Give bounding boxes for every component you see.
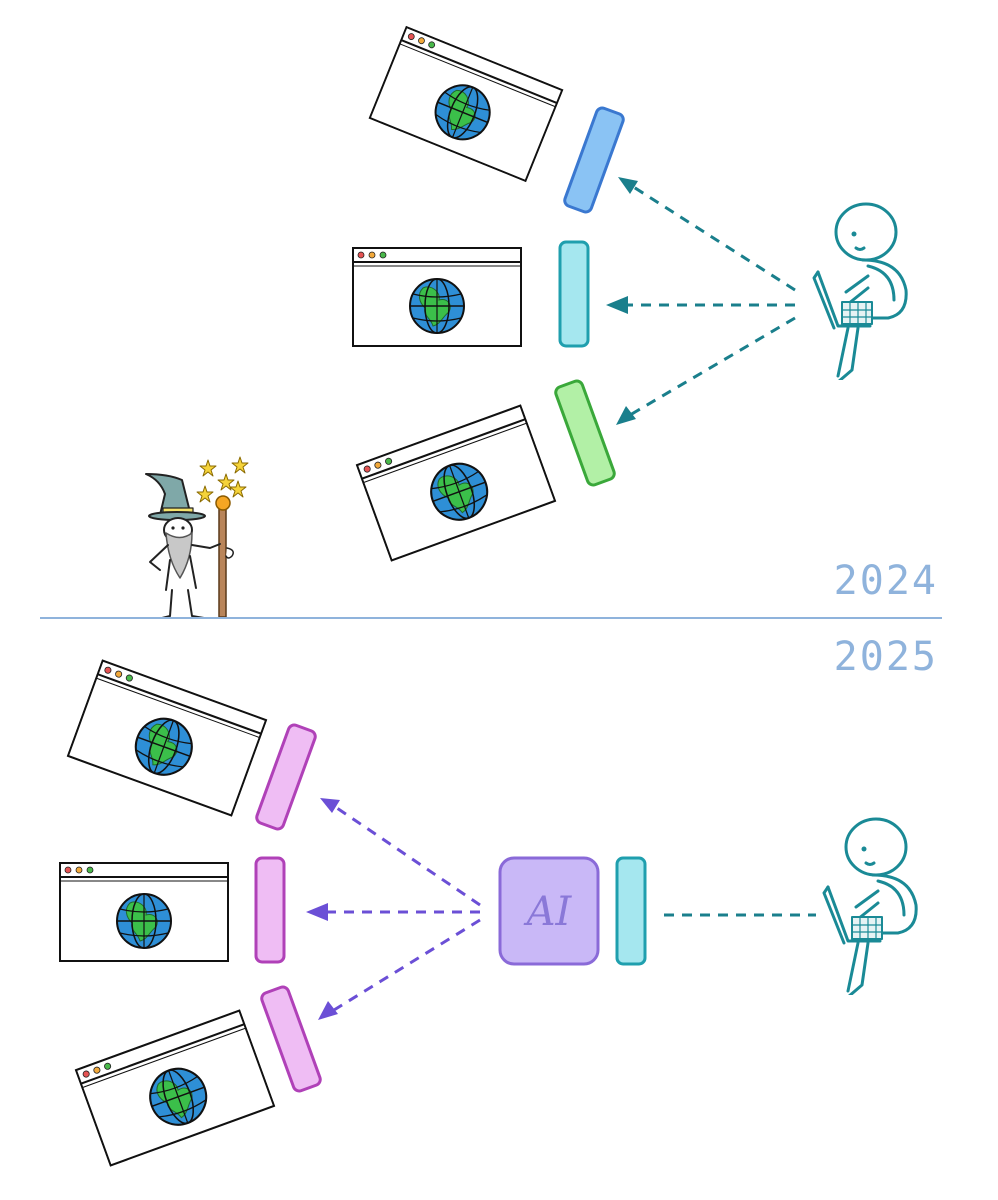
browser-window-top-3 [355, 404, 557, 562]
connector-blue [563, 106, 625, 214]
connector-pink-3 [260, 985, 322, 1093]
browser-window-top-1 [368, 26, 564, 182]
arrows-ai-to-connectors [322, 804, 481, 1012]
connector-cyan-top [558, 240, 590, 348]
browser-window-bottom-2 [59, 862, 229, 962]
connector-cyan-bottom [615, 856, 647, 966]
year-label-2025: 2025 [834, 634, 938, 680]
browser-window-bottom-1 [66, 659, 268, 817]
arrowheads-teal [606, 177, 638, 425]
person-with-laptop-icon-bottom [822, 817, 918, 995]
person-with-laptop-icon-top [812, 202, 908, 380]
wizard-icon [145, 456, 249, 619]
browser-window-bottom-3 [74, 1009, 276, 1167]
arrowheads-purple [306, 798, 340, 1020]
connector-green [554, 379, 616, 487]
connector-pink-1 [255, 723, 317, 831]
arrows-user-to-connectors [626, 184, 796, 417]
browser-window-top-2 [352, 247, 522, 347]
ai-label: AI [523, 889, 573, 935]
connector-pink-2 [254, 856, 286, 964]
year-label-2024: 2024 [834, 558, 938, 604]
ai-box: AI [498, 856, 600, 966]
